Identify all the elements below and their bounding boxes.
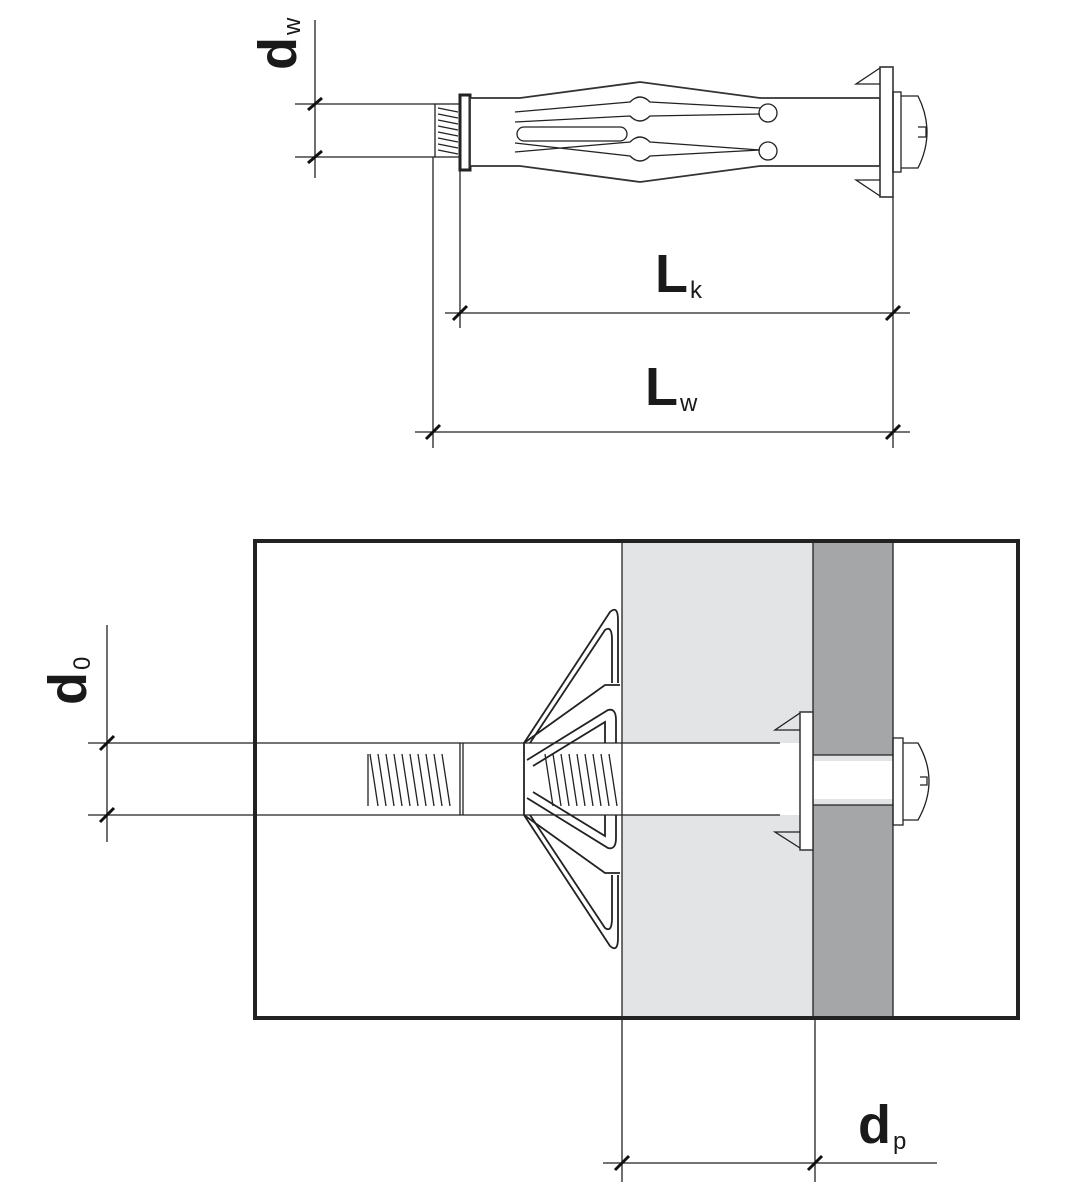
dimension-dp: dp (603, 1018, 937, 1182)
bolt-thread (367, 743, 618, 815)
dimension-lw: Lw (415, 157, 910, 448)
installed-view (253, 539, 1020, 1020)
thread-lines (437, 107, 459, 155)
label-lw: Lw (645, 357, 698, 417)
label-d0: d0 (38, 657, 98, 705)
frame (253, 539, 1020, 1020)
dimension-dw: dw (248, 17, 435, 178)
label-dp: dp (858, 1095, 906, 1155)
dimension-d0: d0 (38, 625, 255, 842)
dimension-lk: Lk (445, 170, 910, 448)
label-lk: Lk (655, 244, 703, 304)
anchor-wings (523, 608, 620, 950)
anchor-side-view (434, 66, 928, 198)
label-dw: dw (248, 17, 308, 70)
